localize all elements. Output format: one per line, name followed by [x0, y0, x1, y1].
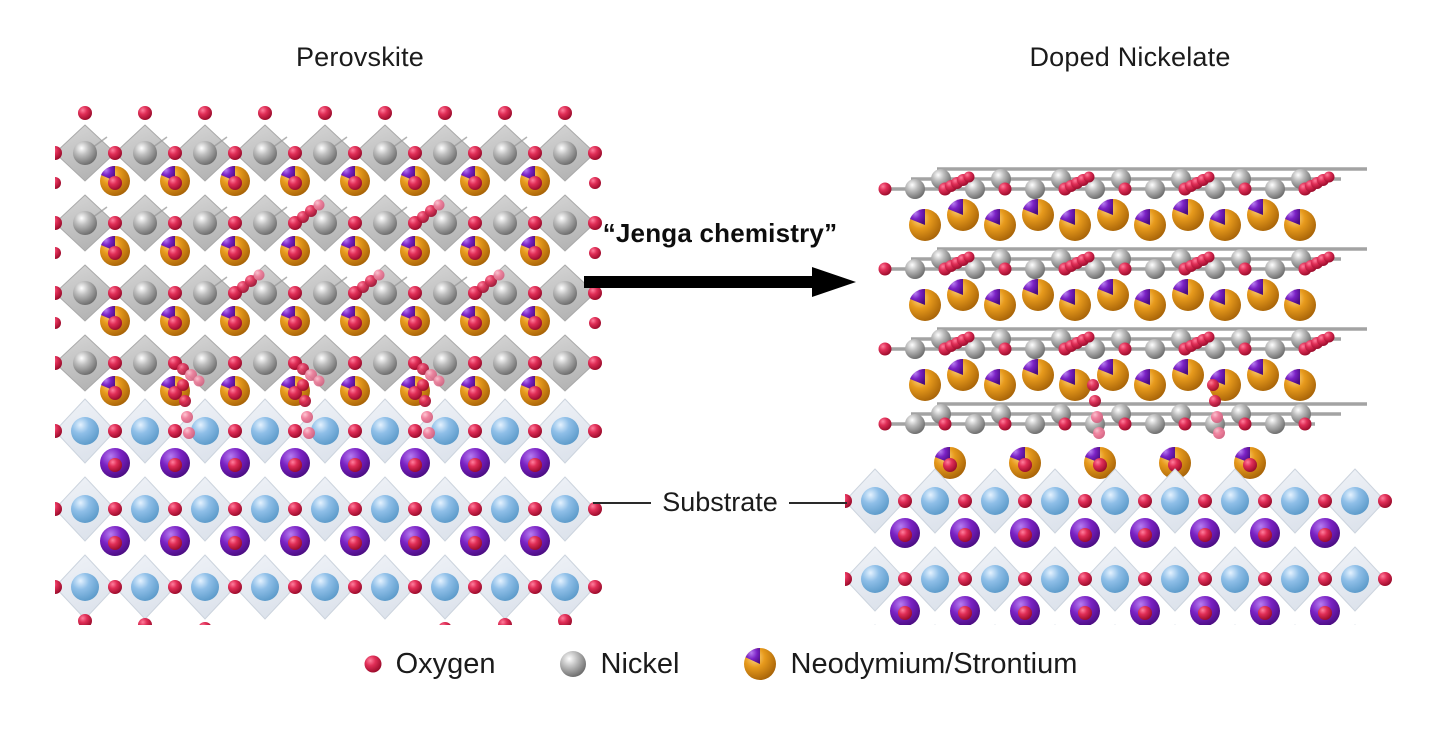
perovskite-structure [55, 85, 615, 625]
substrate-rule-right [788, 501, 847, 504]
transformation-arrow-icon [584, 267, 856, 297]
panel-title-left: Perovskite [295, 42, 425, 72]
doped-nickelate-structure [845, 85, 1405, 625]
substrate-label-group: Substrate [555, 487, 885, 518]
legend-label-nickel: Nickel [600, 647, 680, 680]
jenga-chemistry-label: “Jenga chemistry” [602, 218, 838, 248]
legend-item-oxygen: Oxygen [363, 647, 496, 680]
transformation-arrow-block: “Jenga chemistry” [555, 218, 885, 297]
legend-label-nd-sr: Neodymium/Strontium [790, 647, 1078, 680]
oxygen-sphere-icon [364, 655, 382, 673]
legend-label-oxygen: Oxygen [395, 647, 496, 680]
panel-title-right: Doped Nickelate [1029, 42, 1231, 72]
legend: Oxygen Nickel [0, 646, 1440, 682]
substrate-rule-left [593, 501, 652, 504]
substrate-label-text: Substrate [662, 487, 778, 517]
nickel-sphere-icon [559, 651, 586, 677]
legend-item-nickel: Nickel [558, 649, 680, 679]
nd-sr-sphere-icon [743, 648, 776, 680]
legend-item-nd-sr: Neodymium/Strontium [742, 646, 1078, 682]
